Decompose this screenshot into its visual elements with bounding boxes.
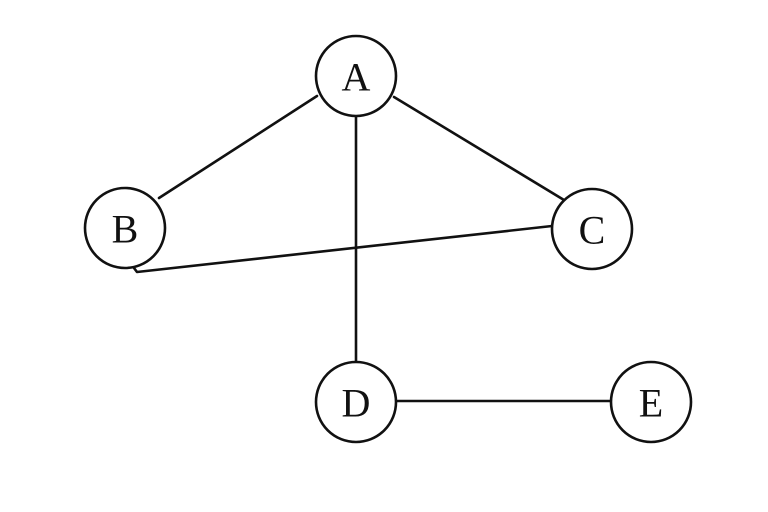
node-a: A bbox=[314, 34, 398, 118]
node-a-circle bbox=[314, 34, 398, 118]
node-a-label: A bbox=[342, 55, 371, 100]
node-b-label: B bbox=[112, 207, 139, 252]
node-e-circle bbox=[609, 360, 693, 444]
node-c: C bbox=[550, 187, 634, 271]
node-c-label: C bbox=[579, 208, 606, 253]
node-d-label: D bbox=[342, 381, 371, 426]
node-b-circle bbox=[83, 186, 167, 270]
edges-layer bbox=[132, 94, 614, 403]
nodes-layer: A B C D E bbox=[83, 34, 693, 444]
node-e-label: E bbox=[639, 381, 663, 426]
edge-a-c bbox=[392, 95, 566, 202]
node-e: E bbox=[609, 360, 693, 444]
edge-a-b bbox=[157, 94, 319, 200]
edge-b-c bbox=[132, 224, 554, 274]
node-c-circle bbox=[550, 187, 634, 271]
node-b: B bbox=[83, 186, 167, 270]
node-d: D bbox=[314, 360, 398, 444]
node-d-circle bbox=[314, 360, 398, 444]
